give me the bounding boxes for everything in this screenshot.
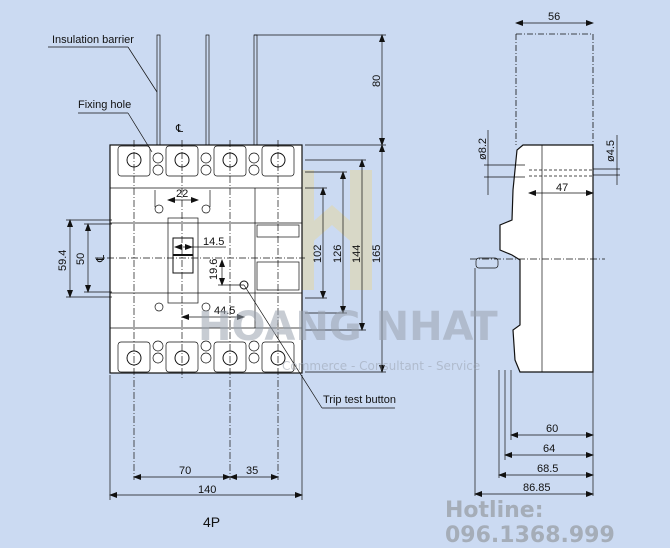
callout-fixing-hole: Fixing hole <box>78 99 131 111</box>
breaker-front-body <box>109 144 303 374</box>
dim-14-5: 14.5 <box>203 236 224 248</box>
centerline-symbol-top: ℄ <box>175 123 183 135</box>
dim-165: 165 <box>371 245 383 263</box>
front-centerlines <box>95 140 305 480</box>
dim-144: 144 <box>351 245 363 263</box>
dim-dia-8-2: ø8.2 <box>477 138 489 160</box>
dim-80: 80 <box>371 75 383 87</box>
breaker-side-body <box>470 33 605 373</box>
dim-140: 140 <box>198 484 216 496</box>
callout-insulation-barrier: Insulation barrier <box>52 34 134 46</box>
front-right-dimensions <box>254 34 386 373</box>
watermark-logo <box>292 170 372 290</box>
insulation-barriers <box>156 34 258 146</box>
dim-68-5: 68.5 <box>537 463 558 475</box>
dim-22: 22 <box>176 188 188 200</box>
watermark-hotline: Hotline: 096.1368.999 <box>445 498 615 548</box>
dim-64: 64 <box>543 443 555 455</box>
dim-44-5: 44.5 <box>214 305 235 317</box>
dim-102: 102 <box>312 245 324 263</box>
callout-trip-test-button: Trip test button <box>323 394 396 406</box>
centerline-symbol-left: ℄ <box>95 255 107 263</box>
dim-60: 60 <box>546 423 558 435</box>
dim-86-85: 86.85 <box>523 482 551 494</box>
dim-35: 35 <box>246 465 258 477</box>
watermark-tagline: Commerce - Consultant - Service <box>282 359 480 373</box>
drawing-caption-4p: 4P <box>203 514 221 530</box>
dim-126: 126 <box>332 245 344 263</box>
watermark-brand: HOANG NHAT <box>198 304 498 350</box>
dim-70: 70 <box>179 465 191 477</box>
dim-47: 47 <box>556 182 568 194</box>
dim-dia-4-5: ø4.5 <box>605 140 617 162</box>
dim-56: 56 <box>548 11 560 23</box>
dim-50: 50 <box>75 253 87 265</box>
dim-19-6: 19.6 <box>208 259 220 280</box>
dim-59-4: 59.4 <box>57 250 69 271</box>
